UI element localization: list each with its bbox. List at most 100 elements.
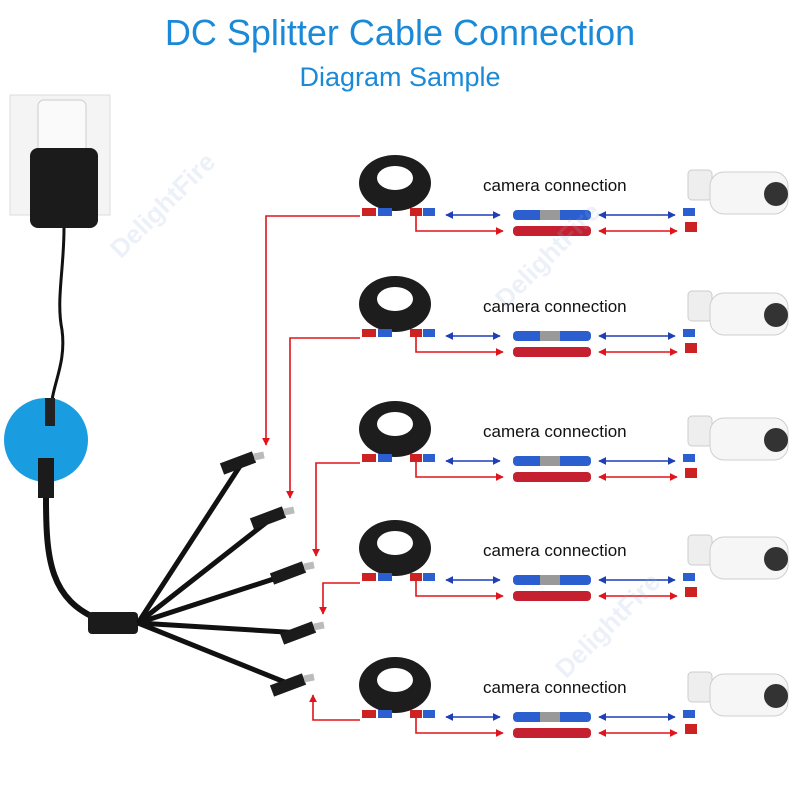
- dc-plug-tip: [313, 621, 325, 631]
- camera-blue-lead: [683, 454, 695, 462]
- camera-blue-lead: [683, 573, 695, 581]
- diagram-title: DC Splitter Cable Connection: [164, 12, 636, 53]
- power-route-arrow: [312, 462, 360, 557]
- splitter-branch: [137, 620, 303, 636]
- camera-lens: [764, 684, 788, 708]
- dc-plug-icon: [249, 506, 287, 530]
- power-adapter-icon: [30, 148, 98, 228]
- camera-mount: [687, 671, 713, 703]
- camera-lens: [764, 547, 788, 571]
- dc-male-plug-icon: [45, 398, 55, 426]
- coil-center: [377, 287, 413, 311]
- bnc-metal-coupler: [540, 456, 560, 466]
- camera-red-lead: [685, 724, 697, 734]
- adapter-cable: [50, 227, 66, 401]
- camera-blue-lead: [683, 329, 695, 337]
- camera-lens: [764, 182, 788, 206]
- splitter-branch: [137, 570, 293, 626]
- coil-blue-connector: [423, 573, 435, 581]
- camera-lens: [764, 303, 788, 327]
- splitter-hub: [88, 612, 138, 634]
- coil-blue-connector: [378, 208, 392, 216]
- camera-mount: [687, 169, 713, 201]
- coil-blue-connector: [378, 329, 392, 337]
- bullet-camera-icon: [709, 673, 789, 717]
- bnc-metal-coupler: [540, 331, 560, 341]
- splitter-branch: [135, 461, 245, 625]
- dc-plug-icon: [279, 621, 317, 645]
- power-route-arrow: [262, 215, 360, 446]
- power-arrow: [415, 581, 504, 600]
- power-arrow: [415, 462, 504, 481]
- coil-center: [377, 531, 413, 555]
- coil-red-connector: [410, 454, 422, 462]
- diagram-subtitle: Diagram Sample: [299, 62, 501, 92]
- highlight-circle: [4, 398, 88, 482]
- dc-power-connector-icon: [513, 347, 591, 357]
- coil-blue-connector: [423, 710, 435, 718]
- camera-blue-lead: [683, 710, 695, 718]
- bullet-camera-icon: [709, 536, 789, 580]
- row-1-label: camera connection: [483, 176, 627, 195]
- dc-power-connector-icon: [513, 728, 591, 738]
- dc-plug-tip: [303, 673, 315, 683]
- bullet-camera-icon: [709, 292, 789, 336]
- coil-red-connector: [410, 329, 422, 337]
- coil-red-connector: [362, 208, 376, 216]
- dc-plug-tip: [283, 506, 295, 516]
- coil-blue-connector: [423, 208, 435, 216]
- camera-mount: [687, 415, 713, 447]
- dc-plug-icon: [219, 451, 257, 475]
- power-arrow: [415, 337, 504, 356]
- dc-plug-icon: [269, 673, 307, 697]
- camera-red-lead: [685, 468, 697, 478]
- coil-red-connector: [410, 573, 422, 581]
- coil-center: [377, 412, 413, 436]
- coil-blue-connector: [378, 454, 392, 462]
- camera-blue-lead: [683, 208, 695, 216]
- coil-red-connector: [362, 454, 376, 462]
- dc-power-connector-icon: [513, 472, 591, 482]
- dc-plug-tip: [303, 561, 315, 571]
- coil-center: [377, 166, 413, 190]
- row-4-label: camera connection: [483, 541, 627, 560]
- row-3-label: camera connection: [483, 422, 627, 441]
- bnc-metal-coupler: [540, 575, 560, 585]
- camera-red-lead: [685, 222, 697, 232]
- coil-red-connector: [410, 208, 422, 216]
- dc-power-connector-icon: [513, 591, 591, 601]
- row-5-label: camera connection: [483, 678, 627, 697]
- bnc-metal-coupler: [540, 210, 560, 220]
- coil-blue-connector: [423, 454, 435, 462]
- camera-lens: [764, 428, 788, 452]
- coil-blue-connector: [378, 573, 392, 581]
- bullet-camera-icon: [709, 171, 789, 215]
- coil-blue-connector: [378, 710, 392, 718]
- coil-red-connector: [362, 710, 376, 718]
- bullet-camera-icon: [709, 417, 789, 461]
- bnc-metal-coupler: [540, 712, 560, 722]
- coil-blue-connector: [423, 329, 435, 337]
- camera-mount: [687, 534, 713, 566]
- coil-red-connector: [410, 710, 422, 718]
- coil-center: [377, 668, 413, 692]
- power-route-arrow: [286, 337, 360, 499]
- camera-red-lead: [685, 343, 697, 353]
- power-route-arrow: [319, 582, 360, 615]
- power-arrow: [415, 216, 504, 235]
- dc-female-jack-icon: [38, 458, 54, 498]
- camera-red-lead: [685, 587, 697, 597]
- dc-power-connector-icon: [513, 226, 591, 236]
- row-2-label: camera connection: [483, 297, 627, 316]
- dc-plug-icon: [269, 561, 307, 585]
- dc-plug-tip: [253, 451, 265, 461]
- coil-red-connector: [362, 329, 376, 337]
- splitter-cable: [43, 497, 102, 623]
- splitter-branch: [136, 516, 274, 625]
- camera-mount: [687, 290, 713, 322]
- splitter-branch: [137, 620, 293, 688]
- power-route-arrow: [309, 694, 360, 721]
- coil-red-connector: [362, 573, 376, 581]
